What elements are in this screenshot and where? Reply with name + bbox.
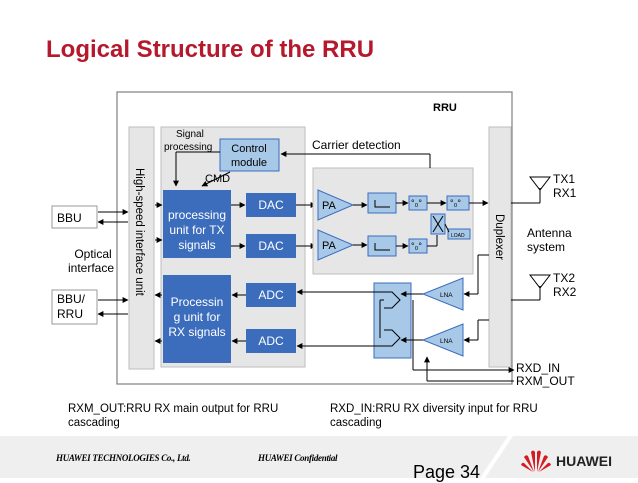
dac-box-2 bbox=[246, 234, 296, 258]
pa-label-1: PA bbox=[322, 200, 337, 212]
brand-name: HUAWEI bbox=[556, 453, 612, 469]
rru-label: RRU bbox=[433, 102, 457, 114]
company-name: HUAWEI TECHNOLOGIES Co., Ltd. bbox=[56, 453, 191, 463]
antenna-icon-1 bbox=[528, 176, 552, 191]
dac-box-1 bbox=[246, 193, 296, 217]
rx2-label: RX2 bbox=[553, 285, 577, 299]
pa-amplifier-1 bbox=[317, 189, 355, 221]
duplexer-block bbox=[488, 126, 512, 368]
duplexer-label: Duplexer bbox=[493, 214, 505, 260]
tx1-label: TX1 bbox=[553, 172, 575, 186]
rx-processing-unit bbox=[163, 275, 231, 363]
lna-label-1: LNA bbox=[440, 292, 453, 299]
confidential-label: HUAWEI Confidential bbox=[258, 453, 338, 463]
hs-interface-label: High-speed interface unit bbox=[133, 168, 145, 297]
bbu-box bbox=[51, 205, 98, 229]
control-module-box bbox=[219, 138, 280, 172]
rf-panel bbox=[312, 167, 474, 275]
adc-label-1: ADC bbox=[258, 288, 284, 302]
dac-label-1: DAC bbox=[258, 198, 284, 212]
adc-box-1 bbox=[246, 283, 296, 307]
cmd-label: CMD bbox=[205, 173, 230, 185]
lna-label-2: LNA bbox=[440, 338, 453, 345]
adc-box-2 bbox=[246, 329, 296, 353]
svg-text:°₀°: °₀° bbox=[411, 241, 422, 251]
pa-amplifier-2 bbox=[317, 229, 355, 261]
huawei-logo-icon bbox=[521, 450, 551, 472]
page-title: Logical Structure of the RRU bbox=[46, 36, 375, 63]
antenna-icon-2 bbox=[528, 274, 552, 289]
rxd-in-label: RXD_IN bbox=[516, 361, 560, 375]
load-box bbox=[447, 228, 471, 240]
filter-1 bbox=[367, 192, 397, 214]
load-label: LOAD bbox=[451, 233, 465, 239]
rx1-label: RX1 bbox=[553, 186, 577, 200]
filter-2 bbox=[367, 235, 397, 257]
pa-label-2: PA bbox=[322, 240, 337, 252]
svg-text:°₀°: °₀° bbox=[411, 198, 422, 208]
footer-slash bbox=[480, 436, 513, 478]
lna-amplifier-2 bbox=[421, 323, 464, 357]
adc-label-2: ADC bbox=[258, 334, 284, 348]
tx2-label: TX2 bbox=[553, 271, 575, 285]
svg-text:°₀°: °₀° bbox=[450, 198, 461, 208]
bbu-rru-label: BBU/RRU bbox=[57, 292, 86, 321]
rxm-out-label: RXM_OUT bbox=[516, 374, 575, 388]
bbu-rru-box bbox=[51, 289, 98, 325]
dac-label-2: DAC bbox=[258, 239, 284, 253]
page-number: Page 34 bbox=[413, 462, 481, 482]
carrier-detection-label: Carrier detection bbox=[312, 138, 401, 152]
tx-processing-unit bbox=[163, 190, 231, 258]
bbu-label: BBU bbox=[57, 211, 82, 225]
hs-interface-panel bbox=[128, 126, 155, 370]
lna-amplifier-1 bbox=[421, 277, 464, 311]
note-rxm-out: RXM_OUT:RRU RX main output for RRU casca… bbox=[68, 403, 279, 429]
note-rxd-in: RXD_IN:RRU RX diversity input for RRU ca… bbox=[330, 403, 538, 429]
